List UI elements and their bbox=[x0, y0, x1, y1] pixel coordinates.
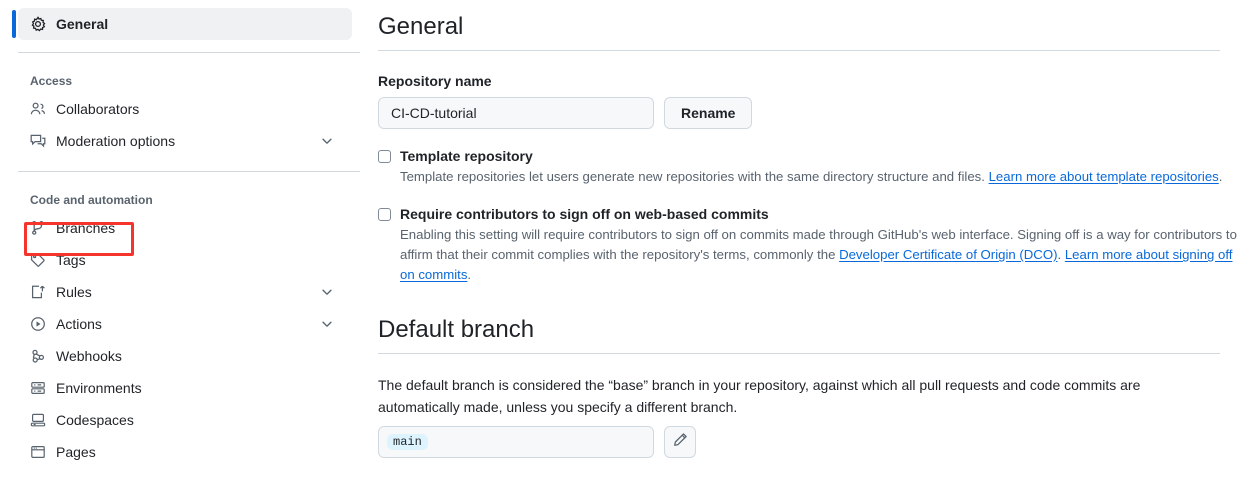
sidebar-item-label: Pages bbox=[56, 444, 96, 460]
server-icon bbox=[30, 380, 46, 396]
sidebar-group-title-code-and-automation: Code and automation bbox=[30, 193, 153, 207]
signoff-commits-title: Require contributors to sign off on web-… bbox=[400, 206, 769, 222]
tag-icon bbox=[30, 252, 46, 268]
sidebar-item-branches[interactable]: Branches bbox=[18, 212, 352, 244]
sidebar-item-actions[interactable]: Actions bbox=[18, 308, 352, 340]
repository-name-label: Repository name bbox=[378, 73, 492, 89]
settings-sidebar: General Access Collaborators bbox=[0, 0, 368, 498]
rename-button[interactable]: Rename bbox=[664, 97, 753, 129]
template-repository-description: Template repositories let users generate… bbox=[400, 167, 1244, 187]
signoff-commits-row: Require contributors to sign off on web-… bbox=[378, 205, 1244, 223]
signoff-desc-part3: . bbox=[467, 267, 472, 282]
edit-default-branch-button[interactable] bbox=[664, 426, 696, 458]
git-branch-icon bbox=[30, 220, 46, 236]
sidebar-item-label: Actions bbox=[56, 316, 102, 332]
default-branch-row: main bbox=[378, 426, 1244, 458]
sidebar-item-label: Codespaces bbox=[56, 412, 134, 428]
selected-indicator-bar bbox=[12, 10, 16, 38]
template-repository-desc-tail: . bbox=[1218, 169, 1223, 184]
settings-main-content: General Repository name CI-CD-tutorial R… bbox=[378, 0, 1244, 498]
template-repository-setting: Template repository Template repositorie… bbox=[378, 147, 1244, 187]
chevron-down-icon[interactable] bbox=[320, 317, 334, 331]
repository-name-input[interactable]: CI-CD-tutorial bbox=[378, 97, 654, 129]
sidebar-item-label: Webhooks bbox=[56, 348, 122, 364]
dco-link[interactable]: Developer Certificate of Origin (DCO) bbox=[839, 247, 1058, 262]
learn-more-template-repositories-link[interactable]: Learn more about template repositories bbox=[988, 169, 1219, 184]
chevron-down-icon[interactable] bbox=[320, 285, 334, 299]
gear-icon bbox=[30, 16, 46, 32]
sidebar-item-label: General bbox=[56, 16, 109, 32]
template-repository-title: Template repository bbox=[400, 148, 533, 164]
sidebar-item-label: Moderation options bbox=[56, 133, 176, 149]
sidebar-group-title-access: Access bbox=[30, 74, 73, 88]
template-repository-desc-text: Template repositories let users generate… bbox=[400, 169, 989, 184]
sidebar-item-collaborators[interactable]: Collaborators bbox=[18, 93, 352, 125]
sidebar-item-moderation-options[interactable]: Moderation options bbox=[18, 125, 352, 157]
sidebar-item-label: Rules bbox=[56, 284, 92, 300]
sidebar-item-rules[interactable]: Rules bbox=[18, 276, 352, 308]
chevron-down-icon[interactable] bbox=[320, 134, 334, 148]
default-branch-description: The default branch is considered the “ba… bbox=[378, 377, 1141, 415]
codespaces-icon bbox=[30, 412, 46, 428]
sidebar-item-codespaces[interactable]: Codespaces bbox=[18, 404, 352, 436]
signoff-commits-description: Enabling this setting will require contr… bbox=[400, 225, 1244, 285]
template-repository-row: Template repository bbox=[378, 147, 1244, 165]
sidebar-divider bbox=[18, 52, 360, 53]
default-branch-title: Default branch bbox=[378, 316, 535, 343]
default-branch-chip: main bbox=[387, 434, 428, 450]
repository-name-row: CI-CD-tutorial Rename bbox=[378, 97, 1244, 129]
sidebar-item-tags[interactable]: Tags bbox=[18, 244, 352, 276]
sidebar-item-label: Environments bbox=[56, 380, 142, 396]
people-icon bbox=[30, 101, 46, 117]
sidebar-item-webhooks[interactable]: Webhooks bbox=[18, 340, 352, 372]
section-divider bbox=[378, 50, 1220, 51]
sidebar-item-label: Tags bbox=[56, 252, 86, 268]
play-circle-icon bbox=[30, 316, 46, 332]
comment-discussion-icon bbox=[30, 133, 46, 149]
signoff-desc-part1: Enabling this setting will require contr… bbox=[400, 227, 1237, 262]
sidebar-item-label: Collaborators bbox=[56, 101, 140, 117]
section-divider bbox=[378, 353, 1220, 354]
template-repository-checkbox[interactable] bbox=[378, 150, 391, 163]
webhook-icon bbox=[30, 348, 46, 364]
signoff-desc-part2: . bbox=[1057, 247, 1065, 262]
default-branch-display[interactable]: main bbox=[378, 426, 654, 458]
browser-icon bbox=[30, 444, 46, 460]
sidebar-divider bbox=[18, 171, 360, 172]
page-title: General bbox=[378, 13, 464, 40]
learn-more-signing-off-link[interactable]: Learn more about signing off on commits bbox=[400, 247, 1233, 282]
signoff-commits-checkbox[interactable] bbox=[378, 208, 391, 221]
sidebar-item-label: Branches bbox=[56, 220, 116, 236]
signoff-commits-setting: Require contributors to sign off on web-… bbox=[378, 205, 1244, 285]
sidebar-item-environments[interactable]: Environments bbox=[18, 372, 352, 404]
sidebar-item-pages[interactable]: Pages bbox=[18, 436, 352, 468]
rules-icon bbox=[30, 284, 46, 300]
sidebar-item-general[interactable]: General bbox=[12, 8, 352, 40]
pencil-icon bbox=[672, 432, 688, 453]
